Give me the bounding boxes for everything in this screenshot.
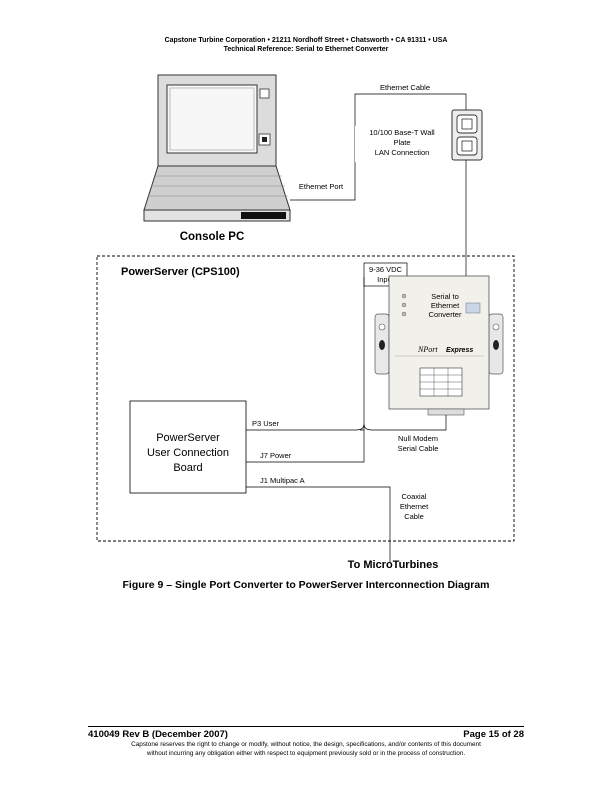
user-connection-board [129,400,247,494]
coax-cable-line [246,486,391,563]
microturbines-label: To MicroTurbines [348,559,439,571]
null-modem-cable-line [372,415,447,431]
ethernet-port-label: Ethernet Port [299,182,344,191]
header-company: Capstone Turbine Corporation • 21211 Nor… [164,37,448,44]
nport-model: Express [446,347,473,354]
powerserver-label: PowerServer (CPS100) [121,266,240,278]
disclaimer-line-2: without incurring any obligation either … [146,750,466,757]
footer-divider [88,726,524,727]
coax-label-3: Cable [404,512,424,521]
coax-label-1: Coaxial [401,492,426,501]
board-label-2: User Connection [147,447,229,459]
interconnection-diagram: Console PC Ethernet Cable Ethernet Port … [96,74,515,571]
j7-power-line [246,430,365,463]
page-number: Page 15 of 28 [463,729,524,740]
header-title: Technical Reference: Serial to Ethernet … [223,46,389,53]
board-label-1: PowerServer [156,432,220,444]
p3-user-label: P3 User [252,419,280,428]
j7-power-label: J7 Power [260,451,292,460]
converter-label-2: Ethernet [431,301,460,310]
board-label-3: Board [173,462,202,474]
null-modem-label-2: Serial Cable [398,444,439,453]
console-pc-label: Console PC [180,231,245,243]
powerserver-enclosure [96,255,515,542]
wall-plate-label-3: LAN Connection [375,148,430,157]
converter-label-3: Converter [429,310,462,319]
vdc-input-label-1: 9-36 VDC [369,265,403,274]
disclaimer-line-1: Capstone reserves the right to change or… [131,741,481,748]
wall-plate-icon [451,109,483,161]
wall-plate-label-1: 10/100 Base-T Wall [369,128,435,137]
j1-multipac-label: J1 Multipac A [260,476,305,485]
nport-converter-icon [374,275,504,416]
power-wire-line [360,277,365,431]
wall-plate-label-2: Plate [393,138,410,147]
coax-label-2: Ethernet [400,502,429,511]
laptop-icon [143,74,291,222]
nport-brand: NPort [417,345,438,354]
null-modem-label-1: Null Modem [398,434,438,443]
vdc-input-label-2: Input [377,275,395,284]
ethernet-cable-line [290,93,467,201]
figure-caption: Figure 9 – Single Port Converter to Powe… [122,579,490,591]
doc-revision: 410049 Rev B (December 2007) [88,729,228,740]
ethernet-cable-label: Ethernet Cable [380,83,430,92]
converter-label-1: Serial to [431,292,459,301]
